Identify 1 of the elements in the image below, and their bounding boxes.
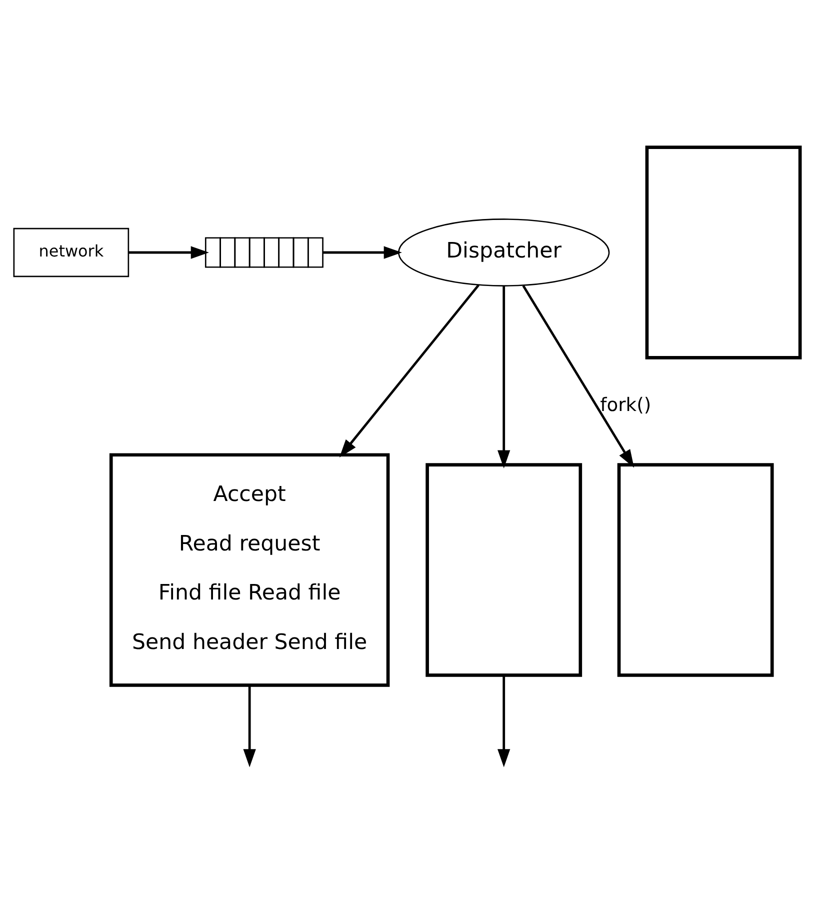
edge-label: fork() xyxy=(600,395,652,416)
